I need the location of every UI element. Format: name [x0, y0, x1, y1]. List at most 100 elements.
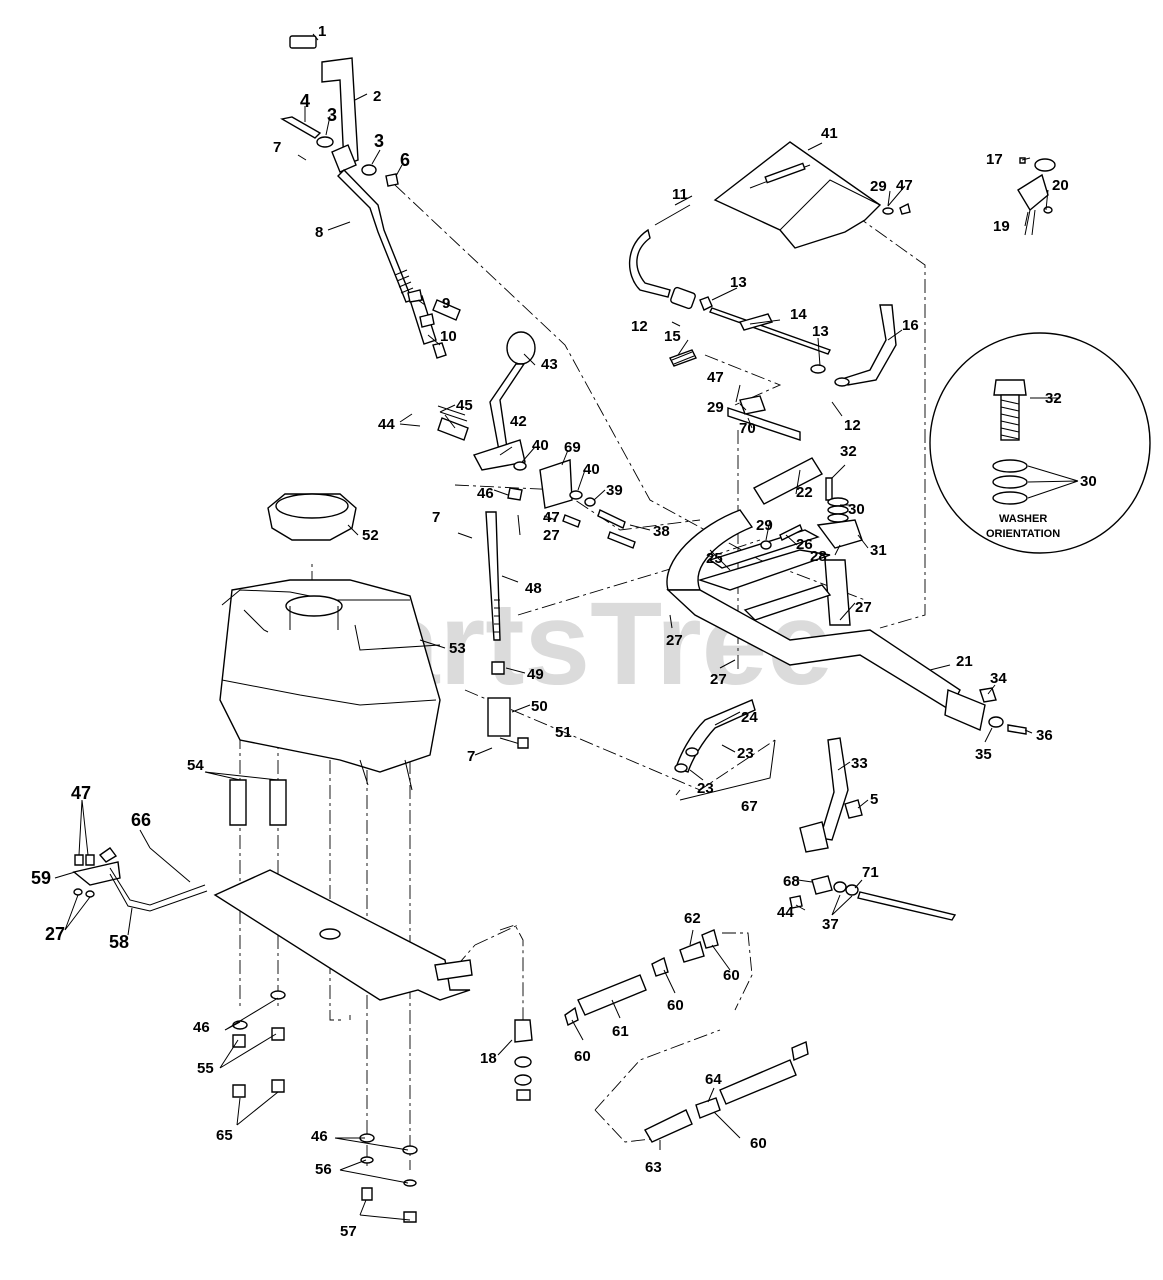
- callout-60: 60: [723, 967, 740, 984]
- callout-49: 49: [527, 666, 544, 683]
- callout-11: 11: [672, 186, 688, 203]
- callout-27: 27: [666, 632, 683, 649]
- leader-lines: [54, 33, 1079, 1221]
- callout-32: 32: [1045, 390, 1062, 407]
- lever-grip: [289, 35, 317, 49]
- callout-26: 26: [796, 536, 813, 553]
- fitting: [679, 941, 705, 963]
- control-panel-assembly: [628, 141, 911, 441]
- callout-13: 13: [812, 323, 829, 340]
- lever-bracket: [472, 439, 526, 471]
- callout-1: 1: [318, 23, 326, 40]
- stud: [229, 779, 247, 826]
- valve: [514, 1019, 533, 1043]
- callout-35: 35: [975, 746, 992, 763]
- callout-23: 23: [697, 780, 714, 797]
- fuel-tank: [219, 579, 441, 773]
- grip: [753, 457, 823, 505]
- callout-44: 44: [378, 416, 395, 433]
- brake-lever-assembly: [280, 35, 447, 359]
- callout-30: 30: [1080, 473, 1097, 490]
- callout-52: 52: [362, 527, 379, 544]
- callout-36: 36: [1036, 727, 1053, 744]
- callout-48: 48: [525, 580, 542, 597]
- callout-31: 31: [870, 542, 887, 559]
- callout-47: 47: [543, 509, 560, 526]
- callout-7: 7: [273, 139, 281, 156]
- callout-32: 32: [840, 443, 857, 460]
- callout-40: 40: [532, 437, 549, 454]
- callout-38: 38: [653, 523, 670, 540]
- callout-25: 25: [706, 550, 723, 567]
- fuel-line-bracket: [72, 847, 208, 912]
- callout-34: 34: [990, 670, 1007, 687]
- callout-71: 71: [862, 864, 879, 881]
- callout-29: 29: [756, 517, 773, 534]
- callout-13: 13: [730, 274, 747, 291]
- callout-59: 59: [31, 868, 51, 888]
- callout-55: 55: [197, 1060, 214, 1077]
- callout-53: 53: [449, 640, 466, 657]
- stud: [269, 779, 287, 826]
- washer: [992, 491, 1028, 505]
- callout-62: 62: [684, 910, 701, 927]
- clevis: [487, 697, 511, 737]
- callout-21: 21: [956, 653, 973, 670]
- callout-64: 64: [705, 1071, 722, 1088]
- throttle-lever-assembly: [407, 289, 636, 749]
- callout-54: 54: [187, 757, 204, 774]
- callout-3: 3: [327, 105, 337, 125]
- callout-28: 28: [810, 548, 827, 565]
- callout-50: 50: [531, 698, 548, 715]
- callout-63: 63: [645, 1159, 662, 1176]
- callout-43: 43: [541, 356, 558, 373]
- callout-45: 45: [456, 397, 473, 414]
- callout-47: 47: [896, 177, 913, 194]
- callout-16: 16: [902, 317, 919, 334]
- brake-rod: [337, 169, 413, 303]
- callout-46: 46: [311, 1128, 328, 1145]
- rod: [857, 891, 957, 921]
- callout-9: 9: [442, 295, 450, 312]
- cable: [628, 228, 671, 298]
- callout-42: 42: [510, 413, 527, 430]
- callout-46: 46: [193, 1019, 210, 1036]
- fuel-hose: [577, 974, 647, 1016]
- callout-4: 4: [300, 91, 310, 111]
- callout-19: 19: [993, 218, 1010, 235]
- callout-17: 17: [986, 151, 1003, 168]
- fuel-line-assembly: [514, 929, 809, 1143]
- callout-39: 39: [606, 482, 623, 499]
- callout-7: 7: [467, 748, 475, 765]
- callout-5: 5: [870, 791, 878, 808]
- callout-29: 29: [870, 178, 887, 195]
- callout-65: 65: [216, 1127, 233, 1144]
- callout-27: 27: [855, 599, 872, 616]
- callout-58: 58: [109, 932, 129, 952]
- callout-47: 47: [707, 369, 724, 386]
- callout-47: 47: [71, 783, 91, 803]
- valve-assembly: [1017, 157, 1056, 236]
- inset-note-line1: WASHER: [999, 513, 1047, 525]
- callout-61: 61: [612, 1023, 629, 1040]
- callout-3: 3: [374, 131, 384, 151]
- callout-12: 12: [631, 318, 648, 335]
- callout-40: 40: [583, 461, 600, 478]
- callout-67: 67: [741, 798, 758, 815]
- bracket: [727, 407, 801, 441]
- callout-37: 37: [822, 916, 839, 933]
- callout-18: 18: [480, 1050, 497, 1067]
- callout-57: 57: [340, 1223, 357, 1240]
- callout-41: 41: [821, 125, 838, 142]
- mounting-plate: [713, 141, 882, 249]
- washer: [992, 475, 1028, 489]
- fuel-hose: [719, 1059, 797, 1105]
- bolt: [280, 116, 322, 139]
- callout-22: 22: [796, 484, 813, 501]
- callout-14: 14: [790, 306, 807, 323]
- callout-2: 2: [373, 88, 381, 105]
- knob: [506, 331, 536, 365]
- callout-70: 70: [739, 420, 756, 437]
- callout-51: 51: [555, 724, 572, 741]
